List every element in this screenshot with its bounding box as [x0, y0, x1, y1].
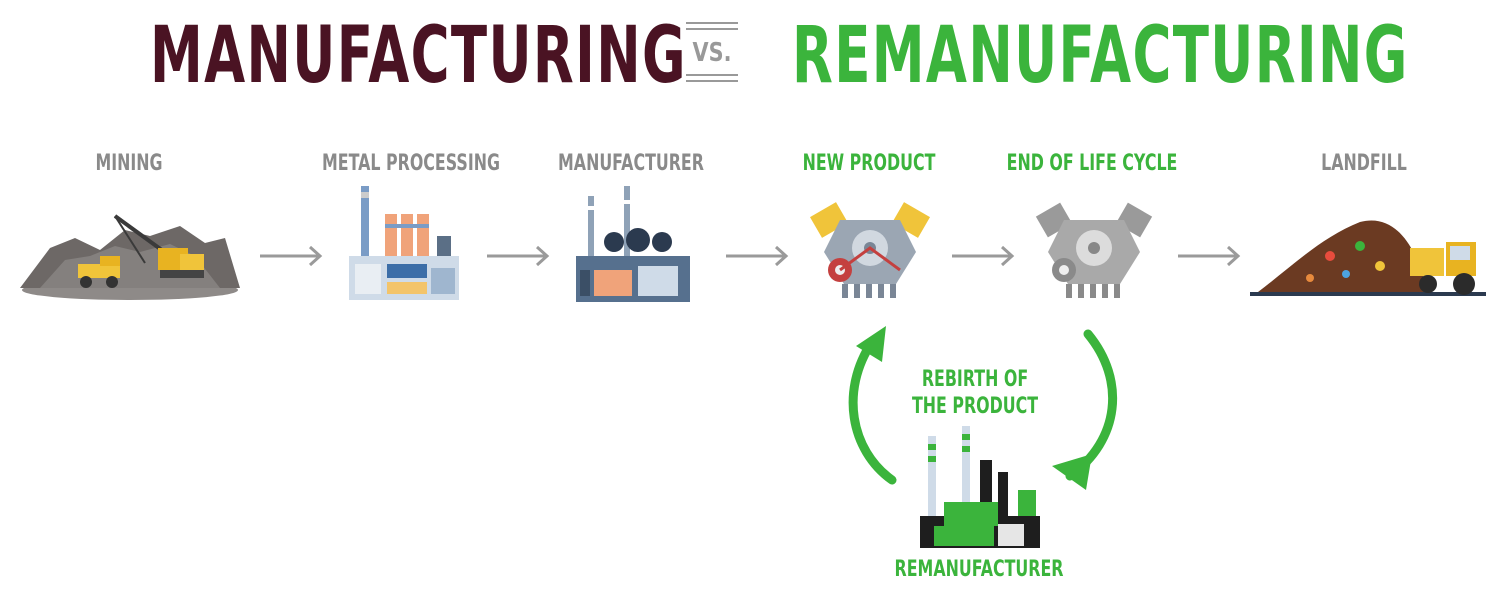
arrow-up-icon [856, 326, 886, 362]
mining-excavator-icon [20, 214, 240, 300]
arrow-right-icon [952, 245, 1015, 267]
rebirth-line-2: THE PRODUCT [911, 394, 1039, 419]
factory-icon [576, 186, 690, 302]
vs-badge: VS. [686, 22, 738, 82]
rebirth-label: REBIRTH OF THE PRODUCT [912, 366, 1038, 420]
engine-new-icon [810, 202, 930, 298]
arrow-right-icon [1178, 245, 1241, 267]
metal-processing-plant-icon [349, 186, 459, 300]
manufacturing-title: MANUFACTURING [150, 11, 687, 101]
vs-text: VS. [692, 38, 732, 68]
stage-label-new-product: NEW PRODUCT [802, 151, 936, 176]
arrow-right-icon [260, 245, 323, 267]
stage-label-landfill: LANDFILL [1321, 151, 1407, 176]
loop-arrows [848, 326, 1118, 490]
arrow-right-icon [726, 245, 789, 267]
stage-label-end-of-life: END OF LIFE CYCLE [1006, 151, 1178, 176]
rebirth-line-1: REBIRTH OF [921, 367, 1029, 392]
stage-label-metal-processing: METAL PROCESSING [321, 151, 501, 176]
engine-worn-icon [1035, 202, 1153, 298]
stage-label-manufacturer: MANUFACTURER [558, 151, 704, 176]
arrow-down-icon [1052, 454, 1092, 490]
remanufacturing-title: REMANUFACTURING [792, 11, 1409, 101]
stage-label-mining: MINING [95, 151, 163, 176]
remanufacturing-plant-icon [920, 426, 1040, 548]
arrow-right-icon [487, 245, 550, 267]
remanufacturer-label: REMANUFACTURER [894, 557, 1064, 582]
landfill-bulldozer-icon [1250, 220, 1486, 296]
